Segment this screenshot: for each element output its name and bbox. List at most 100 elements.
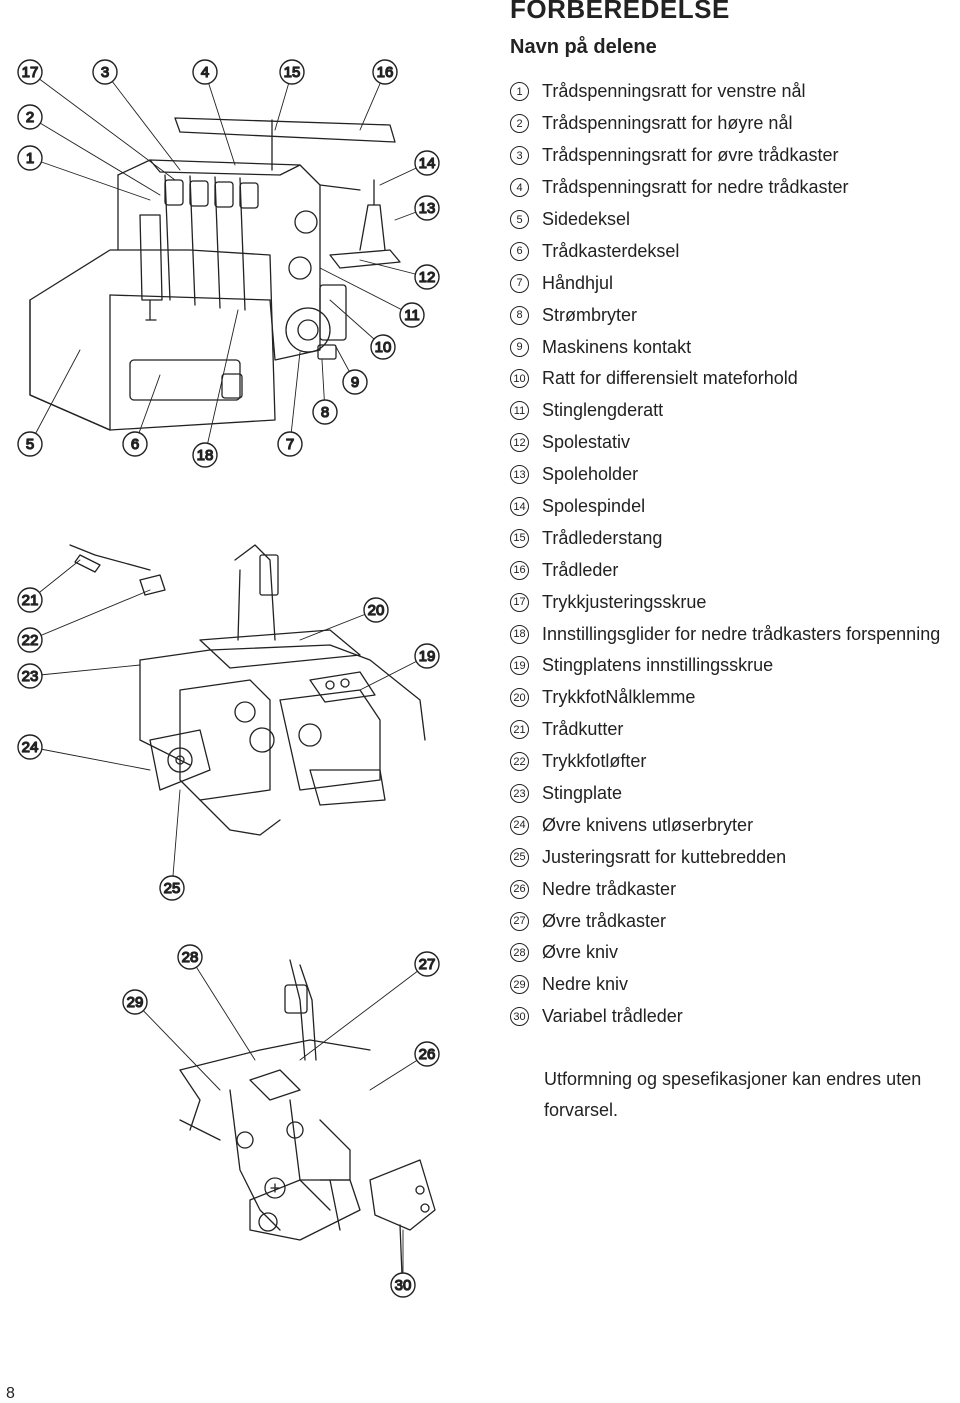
part-label: Justeringsratt for kuttebredden bbox=[542, 846, 787, 867]
callout-27: 27 bbox=[414, 951, 440, 977]
page-number: 8 bbox=[6, 1385, 15, 1402]
callout-14: 14 bbox=[414, 150, 440, 176]
part-label: Trådleder bbox=[542, 559, 619, 580]
part-label: Sidedeksel bbox=[542, 209, 631, 229]
part-label: Spoleholder bbox=[542, 464, 639, 485]
svg-text:7: 7 bbox=[286, 436, 294, 453]
callout-28: 28 bbox=[177, 944, 203, 970]
svg-text:15: 15 bbox=[284, 64, 301, 81]
part-number-badge: 12 bbox=[510, 433, 529, 453]
part-number-badge: 26 bbox=[510, 879, 529, 899]
svg-text:27: 27 bbox=[419, 956, 436, 973]
part-label: Håndhjul bbox=[542, 272, 614, 293]
part-number-badge: 5 bbox=[510, 210, 529, 229]
callout-26: 26 bbox=[414, 1041, 440, 1067]
part-number-badge: 19 bbox=[510, 656, 529, 676]
part-number-badge: 8 bbox=[510, 305, 529, 325]
callout-17: 17 bbox=[17, 59, 43, 85]
part-item: 22 Trykkfotløfter bbox=[510, 746, 960, 778]
svg-text:6: 6 bbox=[131, 436, 139, 453]
part-label: Trykkjusteringsskrue bbox=[542, 591, 707, 612]
callout-25: 25 bbox=[159, 875, 185, 901]
part-number-badge: 6 bbox=[510, 241, 529, 261]
svg-text:18: 18 bbox=[197, 447, 214, 464]
callout-8: 8 bbox=[312, 399, 338, 425]
part-label: Øvre kniv bbox=[542, 942, 619, 963]
callout-5: 5 bbox=[17, 431, 43, 457]
part-label: Spolestativ bbox=[542, 432, 631, 453]
svg-text:17: 17 bbox=[22, 64, 39, 81]
callout-16: 16 bbox=[372, 59, 398, 85]
machine-illustration: 17 3 4 15 16 2 1 14 13 12 11 10 9 8 7 18… bbox=[17, 59, 440, 1298]
callout-1: 1 bbox=[17, 145, 43, 171]
part-label: Variabel trådleder bbox=[542, 1006, 683, 1027]
svg-text:21: 21 bbox=[22, 592, 39, 609]
callout-7: 7 bbox=[277, 431, 303, 457]
part-number-badge: 1 bbox=[510, 82, 529, 102]
svg-text:5: 5 bbox=[26, 436, 34, 453]
part-item: 4 Trådspenningsratt for nedre trådkaster bbox=[510, 172, 960, 204]
svg-text:1: 1 bbox=[26, 150, 34, 167]
part-number-badge: 20 bbox=[510, 688, 529, 708]
part-number-badge: 10 bbox=[510, 369, 529, 389]
part-number-badge: 22 bbox=[510, 752, 529, 772]
part-label: Trådspenningsratt for nedre trådkaster bbox=[542, 177, 849, 198]
svg-text:16: 16 bbox=[377, 64, 394, 81]
part-number-badge: 25 bbox=[510, 847, 529, 867]
part-item: 30 Variabel trådleder bbox=[510, 1001, 960, 1033]
part-number-badge: 4 bbox=[510, 178, 529, 198]
leader-lines bbox=[29, 71, 428, 1286]
callout-18: 18 bbox=[192, 442, 218, 468]
section-title: Navn på delene bbox=[510, 36, 657, 58]
disclaimer-note: Utformning og spesefikasjoner kan endres… bbox=[544, 1069, 922, 1120]
part-number-badge: 7 bbox=[510, 273, 529, 293]
callout-19: 19 bbox=[414, 643, 440, 669]
svg-text:11: 11 bbox=[404, 307, 420, 324]
svg-text:10: 10 bbox=[375, 339, 392, 356]
callout-4: 4 bbox=[192, 59, 218, 85]
part-label: Ratt for differensielt mateforhold bbox=[542, 368, 798, 389]
svg-text:3: 3 bbox=[101, 64, 109, 81]
svg-text:29: 29 bbox=[127, 994, 144, 1011]
part-number-badge: 18 bbox=[510, 624, 529, 644]
svg-text:24: 24 bbox=[22, 739, 39, 756]
callout-12: 12 bbox=[414, 264, 440, 290]
part-number-badge: 30 bbox=[510, 1007, 529, 1027]
part-label: Nedre trådkaster bbox=[542, 878, 677, 899]
svg-text:9: 9 bbox=[351, 374, 359, 391]
callout-10: 10 bbox=[370, 334, 396, 360]
part-number-badge: 24 bbox=[510, 815, 529, 835]
callout-13: 13 bbox=[414, 195, 440, 221]
part-item: 12 Spolestativ bbox=[510, 427, 960, 459]
callout-6: 6 bbox=[122, 431, 148, 457]
callout-2: 2 bbox=[17, 104, 43, 130]
part-label: Stingplate bbox=[542, 783, 623, 804]
part-label: Trådlederstang bbox=[542, 527, 663, 548]
part-label: Nedre kniv bbox=[542, 974, 629, 995]
part-label: Trykkfotløfter bbox=[542, 751, 647, 772]
callout-23: 23 bbox=[17, 663, 43, 689]
part-number-badge: 9 bbox=[510, 337, 529, 357]
part-label: Trådspenningsratt for venstre nål bbox=[542, 81, 806, 102]
callout-29: 29 bbox=[122, 989, 148, 1015]
callout-21: 21 bbox=[17, 587, 43, 613]
callout-22: 22 bbox=[17, 627, 43, 653]
part-label: Øvre knivens utløserbryter bbox=[542, 814, 754, 835]
page-title: FORBEREDELSE bbox=[510, 0, 730, 24]
svg-text:4: 4 bbox=[201, 64, 209, 81]
callout-9: 9 bbox=[342, 369, 368, 395]
